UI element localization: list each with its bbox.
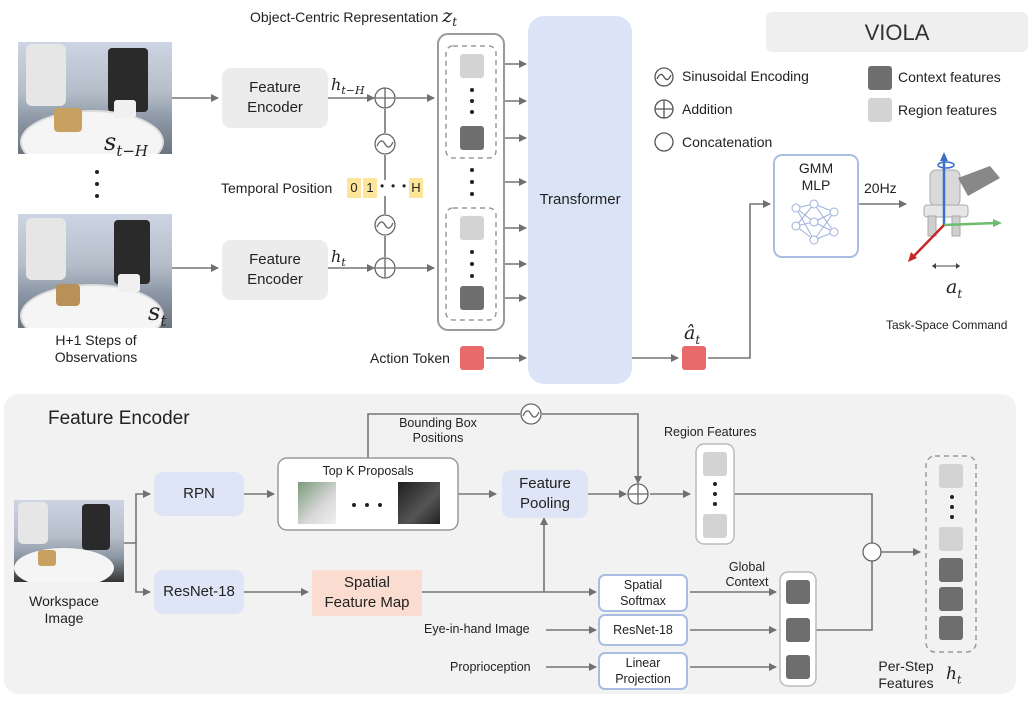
obs-symbol-t-minus-h: st−H: [104, 128, 149, 160]
legend-addition-label: Addition: [682, 101, 733, 117]
per-step-h-t: ht: [946, 664, 962, 687]
rpn-box: RPN: [154, 472, 244, 516]
context-feature-square: [786, 580, 810, 604]
region-features-label: Region Features: [664, 425, 757, 439]
context-feature-square: [786, 655, 810, 679]
top-k-label: Top K Proposals: [322, 464, 414, 478]
neural-net-icon: [791, 199, 839, 245]
per-step-context-square: [939, 558, 963, 582]
legend-region-label: Region features: [898, 102, 997, 118]
context-feature-square: [460, 286, 484, 310]
frequency-label: 20Hz: [864, 180, 897, 196]
addition-bottom: [374, 257, 396, 279]
region-feature-square: [703, 514, 727, 538]
context-feature-square: [460, 126, 484, 150]
temporal-token-0: 0: [347, 178, 361, 198]
resnet-eye-box: ResNet-18: [598, 614, 688, 646]
legend-concat-label: Concatenation: [682, 134, 773, 150]
viola-title-box: [766, 12, 1028, 52]
object-centric-title: Object-Centric Representation zt: [250, 5, 458, 29]
temporal-dot: •: [402, 179, 407, 193]
transformer-block: Transformer: [528, 16, 632, 384]
predicted-action-square: [682, 346, 706, 370]
per-step-context-square: [939, 587, 963, 611]
region-feature-square: [460, 54, 484, 78]
legend-region-square: [868, 98, 892, 122]
legend-context-label: Context features: [898, 69, 1001, 85]
viola-title: VIOLA: [864, 20, 930, 45]
temporal-dot: •: [391, 179, 396, 193]
legend-sinusoidal-icon: [654, 67, 674, 87]
observation-image-t: [18, 214, 172, 328]
obs-symbol-t: st: [148, 298, 167, 330]
temporal-position-label: Temporal Position: [221, 180, 333, 196]
eye-in-hand-label: Eye-in-hand Image: [424, 622, 530, 636]
a-hat-symbol: ât: [684, 322, 701, 347]
sinusoidal-top: [374, 133, 396, 155]
observation-image-t-minus-h: [18, 42, 172, 154]
temporal-token-h: H: [409, 178, 423, 198]
legend-concat-icon: [654, 132, 674, 152]
workspace-image: [14, 500, 124, 582]
addition-top: [374, 87, 396, 109]
action-token-square: [460, 346, 484, 370]
proprioception-label: Proprioception: [450, 660, 531, 674]
region-feature-square: [460, 216, 484, 240]
a-t-symbol: at: [946, 276, 963, 301]
legend-context-square: [868, 66, 892, 90]
proposal-thumb-1: [298, 482, 336, 524]
temporal-dot: •: [380, 179, 385, 193]
action-token-label: Action Token: [370, 350, 450, 366]
legend-sinusoidal-label: Sinusoidal Encoding: [682, 68, 809, 84]
proposal-thumb-2: [398, 482, 440, 524]
per-step-region-square: [939, 527, 963, 551]
per-step-context-square: [939, 616, 963, 640]
feature-addition: [627, 483, 649, 505]
per-step-features-column: [925, 455, 977, 653]
context-feature-square: [786, 618, 810, 642]
temporal-token-1: 1: [363, 178, 377, 198]
per-step-concat: [862, 542, 882, 562]
robot-gripper-illustration: [908, 152, 1002, 269]
task-space-command-label: Task-Space Command: [886, 318, 1008, 332]
region-feature-square: [703, 452, 727, 476]
legend-addition-icon: [654, 99, 674, 119]
bbox-sinusoidal: [520, 403, 542, 425]
sinusoidal-bottom: [374, 214, 396, 236]
feature-encoder-panel: [4, 394, 1016, 694]
resnet-main-box: ResNet-18: [154, 570, 244, 614]
h-t-minus-h: ht−H: [331, 75, 365, 98]
per-step-region-square: [939, 464, 963, 488]
h-t: ht: [331, 247, 346, 270]
feature-encoder-panel-title: Feature Encoder: [48, 408, 190, 429]
